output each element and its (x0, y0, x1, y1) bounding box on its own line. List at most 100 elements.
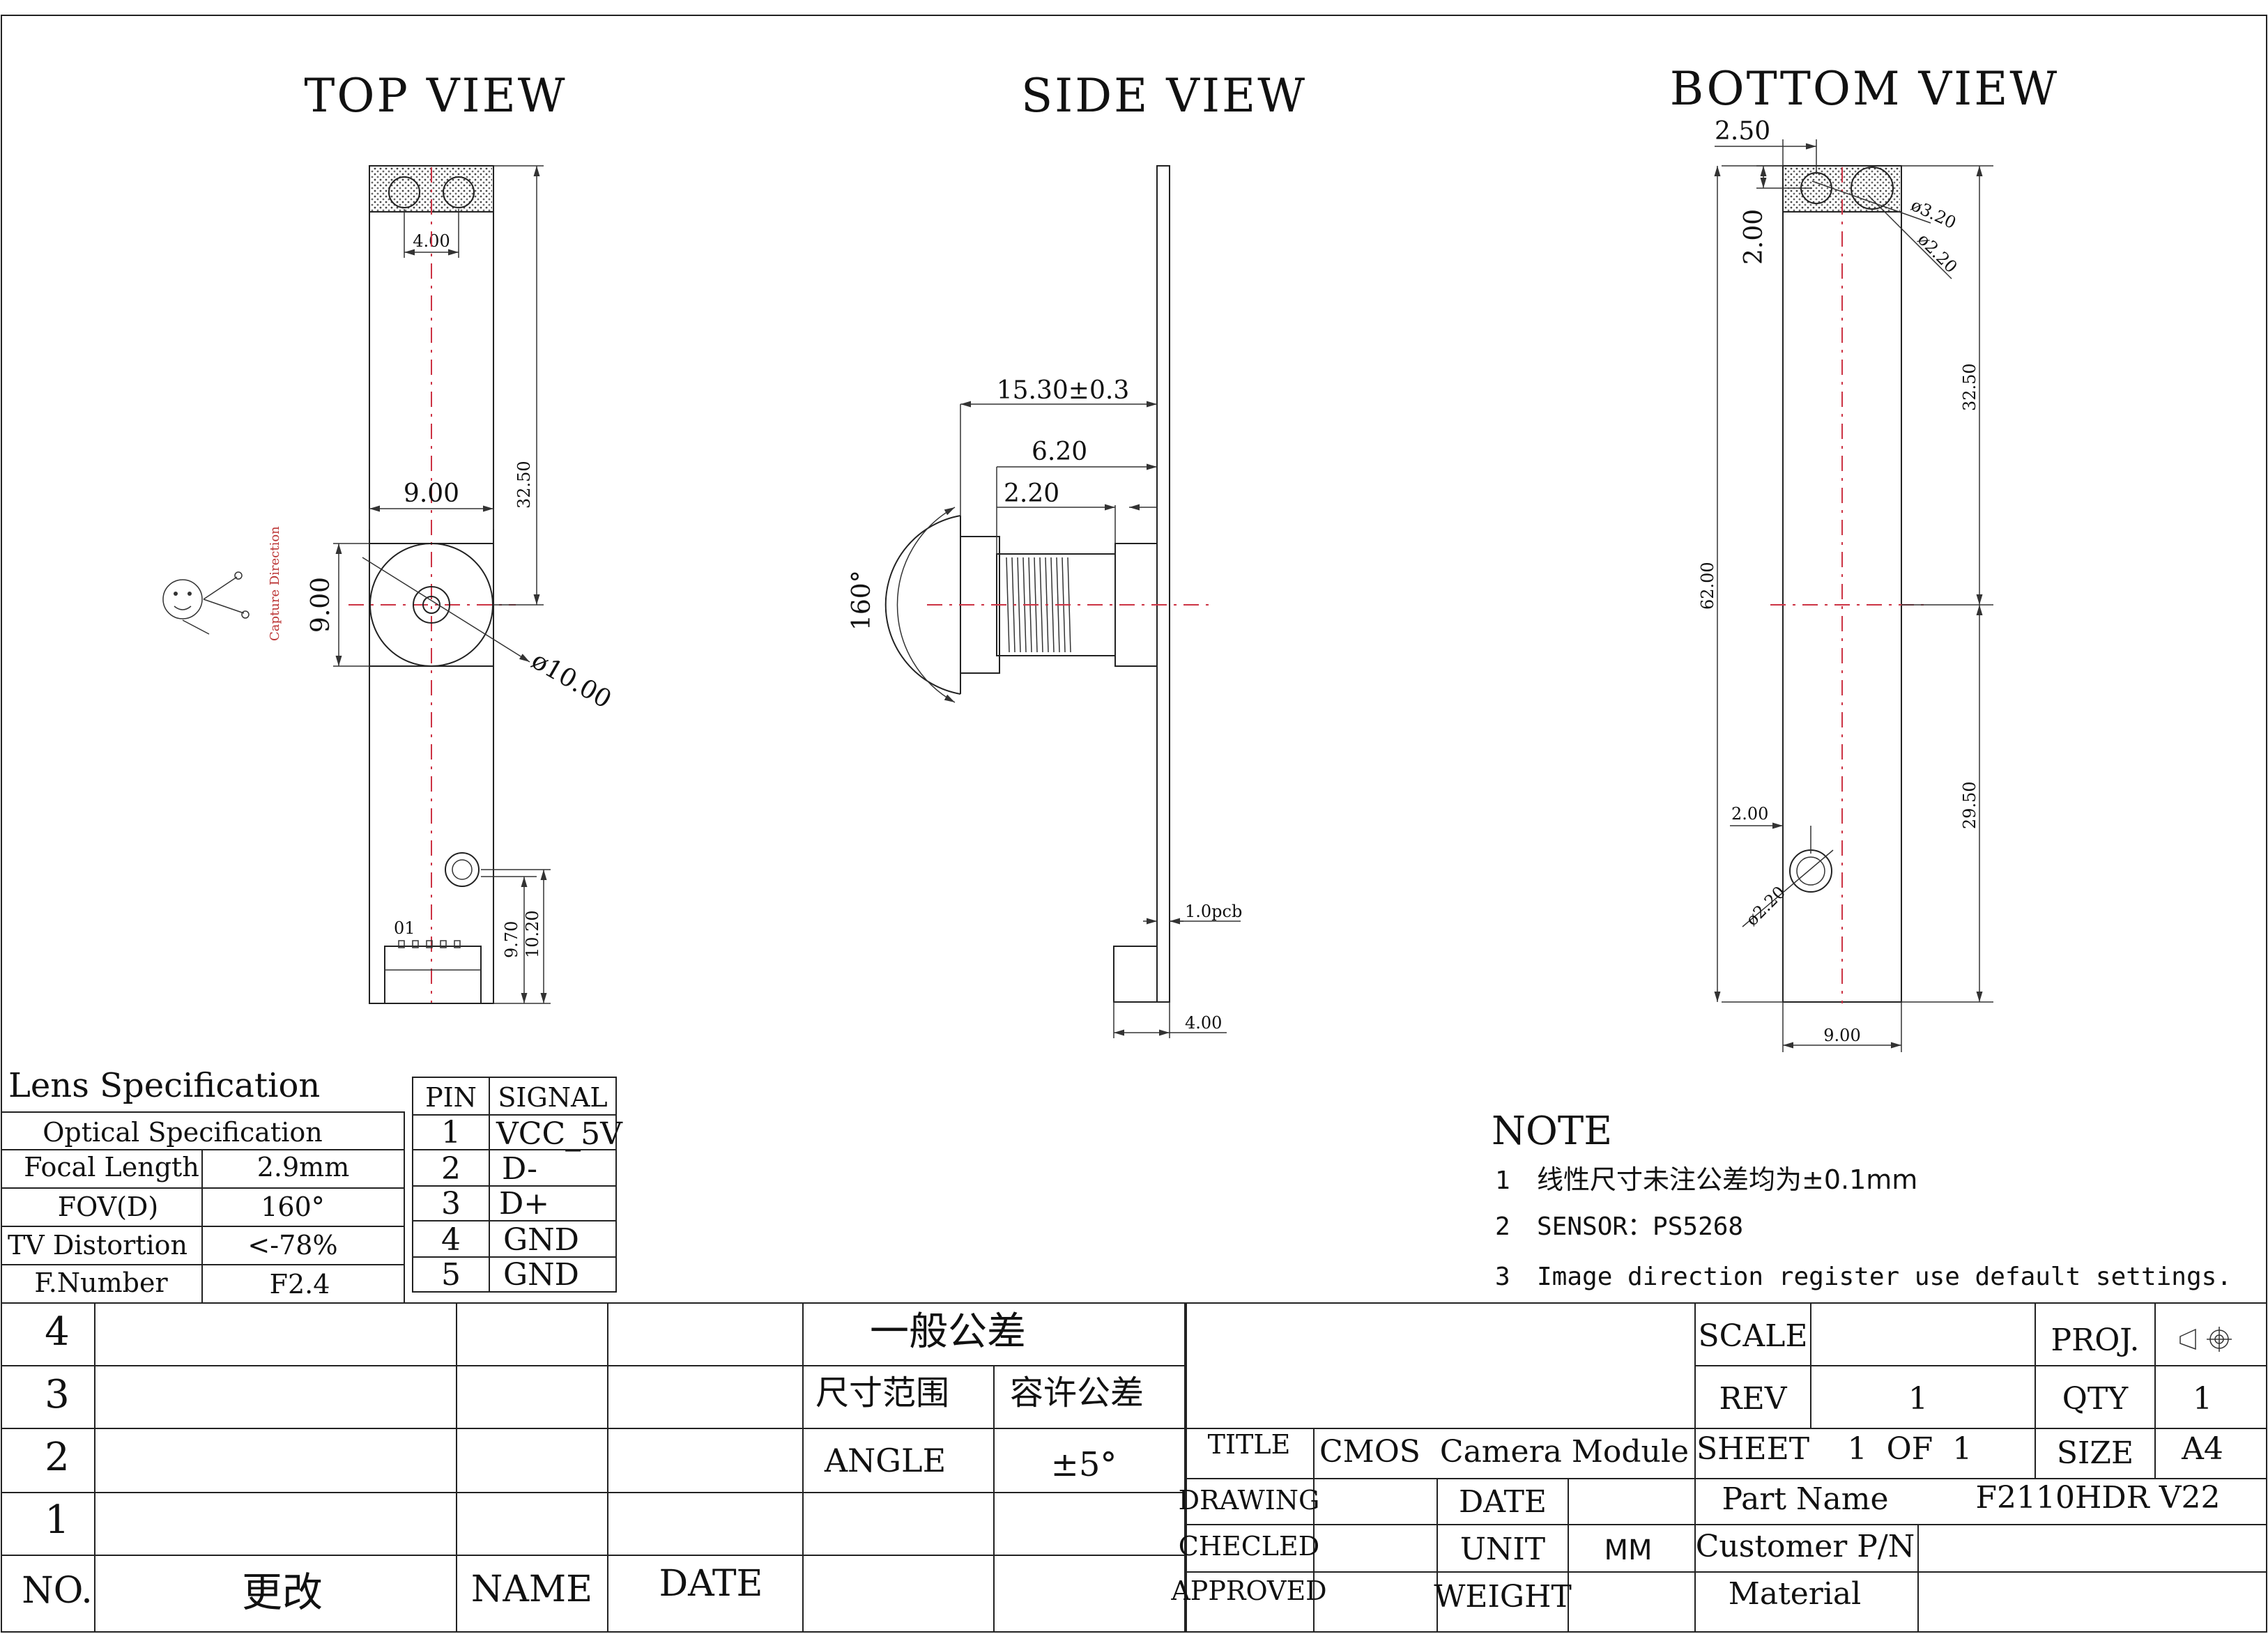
top-view-title: TOP VIEW (304, 69, 567, 123)
spec-label-distortion: TV Distortion (8, 1230, 187, 1261)
dim-bottom-width: 9.00 (1823, 1026, 1860, 1045)
dim-bottom-total: 62.00 (1698, 562, 1717, 610)
note-3-num: 3 (1495, 1263, 1510, 1291)
lens-spec-header: Optical Specification (43, 1117, 322, 1148)
title-label: TITLE (1208, 1429, 1291, 1460)
signal-5: GND (503, 1257, 579, 1293)
rev-row-2: 2 (45, 1435, 70, 1480)
note-1-text: 线性尺寸未注公差均为±0.1mm (1537, 1164, 1917, 1195)
size-label: SIZE (2057, 1435, 2133, 1471)
dim-hole-to-end: 9.70 (502, 921, 521, 958)
rev-row-4: 4 (45, 1309, 70, 1355)
date-label: DATE (1459, 1484, 1547, 1520)
dim-bottom-hole-y: 2.00 (1740, 209, 1768, 265)
lens-spec-table: Lens Specification Optical Specification… (1, 1066, 405, 1304)
tolerance-title: 一般公差 (870, 1309, 1026, 1355)
capture-direction-text: Capture Direction (268, 526, 282, 641)
bottom-view-title: BOTTOM VIEW (1670, 62, 2060, 116)
title-block: SCALE PROJ. REV 1 QTY 1 TITLE CMOS Camer… (1170, 1302, 2267, 1633)
dim-side-d2: 2.20 (1004, 479, 1059, 508)
dim-bottom-hole-x: 2.50 (1715, 117, 1770, 146)
drawing-label: DRAWING (1179, 1485, 1320, 1516)
approved-label: APPROVED (1170, 1575, 1326, 1606)
dim-bottom-d32: ø3.20 (1908, 195, 1959, 233)
dim-fov: 160° (848, 570, 876, 631)
dim-pcb: 1.0pcb (1185, 902, 1242, 921)
material-label: Material (1729, 1576, 1861, 1612)
signal-1: VCC_5V (496, 1116, 623, 1152)
notes-title: NOTE (1492, 1109, 1612, 1154)
dim-lens-dia: ø10.00 (527, 646, 617, 714)
rev-row-3: 3 (45, 1372, 70, 1417)
spec-label-focal: Focal Length (24, 1152, 199, 1182)
pin-table: PIN SIGNAL 1 VCC_5V 2 D- 3 D+ 4 GND 5 GN… (412, 1077, 623, 1293)
rev-value: 1 (1908, 1381, 1928, 1417)
rev-date-header: DATE (659, 1563, 763, 1605)
projection-symbol-icon (2179, 1327, 2232, 1352)
side-view-title: SIDE VIEW (1021, 69, 1307, 123)
tolerance-allow: 容许公差 (1010, 1373, 1144, 1412)
signal-3: D+ (499, 1186, 549, 1221)
top-connector (384, 946, 482, 1004)
dim-upper-len: 32.50 (514, 461, 534, 509)
top-lens-circle (369, 543, 493, 667)
pin-4: 4 (441, 1222, 461, 1258)
top-view: 4.00 9.00 9.00 ø10.00 32.50 9. (162, 165, 617, 1004)
spec-value-focal: 2.9mm (257, 1152, 350, 1182)
notes: NOTE 1 线性尺寸未注公差均为±0.1mm 2 SENSOR：PS5268 … (1492, 1109, 2232, 1291)
rev-name-header: NAME (471, 1569, 592, 1610)
bottom-mount-hole-right (1851, 167, 1894, 210)
customer-pn-label: Customer P/N (1696, 1529, 1915, 1564)
tolerance-range: 尺寸范围 (815, 1373, 949, 1412)
capture-direction-icon (162, 579, 203, 619)
dim-bottom-lower: 29.50 (1960, 781, 1979, 829)
dim-bottom-upper: 32.50 (1960, 363, 1979, 411)
revision-block: 4 3 2 1 NO. 更改 NAME DATE 一般公差 尺寸范围 容许公差 … (1, 1302, 1187, 1633)
note-2-text: SENSOR：PS5268 (1537, 1212, 1743, 1241)
dim-connector: 4.00 (1185, 1013, 1222, 1033)
rev-change-header: 更改 (242, 1569, 323, 1616)
dim-bottom-lower-hole-x: 2.00 (1731, 804, 1768, 824)
signal-4: GND (503, 1222, 579, 1258)
side-pcb (1156, 165, 1170, 1003)
qty-value: 1 (2193, 1381, 2212, 1417)
unit-label: UNIT (1460, 1532, 1545, 1567)
pin-2: 2 (441, 1151, 461, 1187)
sheet-label: SHEET (1696, 1431, 1809, 1467)
weight-label: WEIGHT (1434, 1579, 1572, 1614)
pin-1: 1 (441, 1115, 461, 1150)
tolerance-angle-value: ±5° (1051, 1445, 1117, 1484)
note-1-num: 1 (1495, 1166, 1510, 1195)
dim-bottom-d22: ø2.20 (1914, 229, 1961, 277)
pin-5: 5 (441, 1257, 461, 1293)
part-name-label: Part Name (1722, 1481, 1888, 1517)
checked-label: CHECLED (1179, 1531, 1319, 1562)
unit-value: MM (1604, 1534, 1652, 1566)
signal-header: SIGNAL (498, 1082, 607, 1113)
side-view: 160° 15.30±0.3 6.20 2.20 1.0pcb 4.00 (848, 165, 1242, 1038)
spec-value-fov: 160° (261, 1192, 325, 1222)
dim-lens-width: 9.00 (404, 479, 459, 508)
spec-value-distortion: <-78% (247, 1230, 337, 1261)
size-value: A4 (2181, 1431, 2223, 1467)
side-connector (1113, 946, 1158, 1003)
tolerance-angle: ANGLE (824, 1442, 946, 1479)
sheet-value: 1 OF 1 (1848, 1431, 1972, 1467)
top-lower-hole (445, 852, 480, 887)
dim-lens-height: 9.00 (307, 577, 335, 633)
top-mount-hole-right (443, 176, 475, 208)
signal-2: D- (502, 1151, 537, 1187)
dim-total-length: 15.30±0.3 (997, 376, 1129, 405)
pin1-label: 01 (394, 918, 415, 938)
pin-header: PIN (425, 1082, 477, 1113)
rev-no-header: NO. (22, 1570, 93, 1612)
rev-label: REV (1719, 1381, 1787, 1417)
spec-value-fnumber: F2.4 (270, 1269, 330, 1300)
note-3-text: Image direction register use default set… (1537, 1263, 2232, 1291)
spec-label-fnumber: F.Number (34, 1267, 168, 1298)
part-name-value: F2110HDR V22 (1975, 1480, 2220, 1516)
proj-label: PROJ. (2051, 1323, 2139, 1358)
spec-label-fov: FOV(D) (58, 1192, 158, 1222)
lens-spec-title: Lens Specification (8, 1066, 320, 1105)
bottom-view: 2.50 2.00 ø3.20 ø2.20 32.50 29.50 62.00 … (1698, 117, 1993, 1052)
